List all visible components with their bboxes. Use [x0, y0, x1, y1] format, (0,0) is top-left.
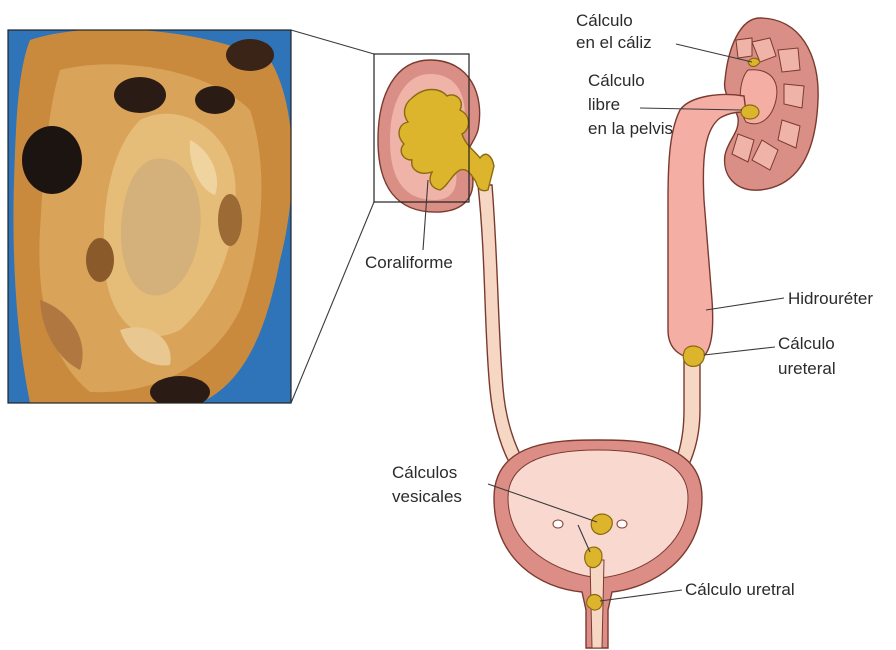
kidney-section-photo: [8, 29, 292, 408]
leader-hidroureter: [706, 298, 784, 310]
label-calculo-caliz-1: Cálculo: [576, 11, 633, 30]
label-calculos-vesicales-2: vesicales: [392, 487, 462, 506]
bladder-neck-stone: [585, 547, 602, 567]
bladder: [494, 440, 702, 648]
label-calculos-vesicales-1: Cálculos: [392, 463, 457, 482]
right-kidney: [662, 18, 818, 492]
label-calculo-ureteral-2: ureteral: [778, 359, 836, 378]
label-calculo-pelvis-2: libre: [588, 95, 620, 114]
label-calculo-ureteral-1: Cálculo: [778, 334, 835, 353]
label-calculo-uretral: Cálculo uretral: [685, 580, 795, 599]
label-calculo-pelvis-1: Cálculo: [588, 71, 645, 90]
label-calculo-pelvis-3: en la pelvis: [588, 119, 673, 138]
pelvis-stone: [741, 105, 759, 119]
zoom-line-top: [291, 30, 374, 54]
zoom-line-bottom: [291, 202, 374, 403]
label-calculo-caliz-2: en el cáliz: [576, 33, 652, 52]
ureteral-stone: [683, 346, 704, 366]
leader-calculo-ureteral: [704, 347, 775, 355]
urethral-stone: [587, 595, 602, 610]
label-coraliforme: Coraliforme: [365, 253, 453, 272]
label-hidroureter: Hidrouréter: [788, 289, 873, 308]
